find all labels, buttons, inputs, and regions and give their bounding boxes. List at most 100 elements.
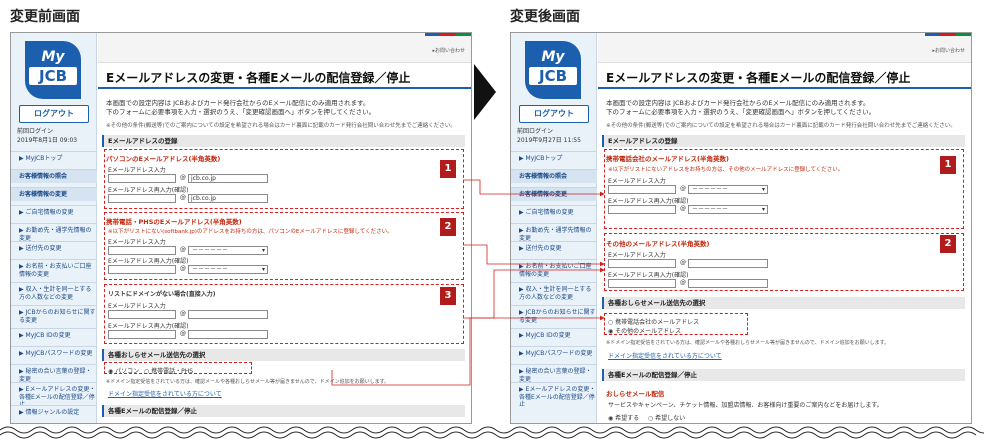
sidebar-nav-item[interactable]: お客様情報の照会 xyxy=(11,169,97,183)
sidebar-nav-item[interactable]: ▶ Eメールアドレスの変更・各種Eメールの配信登録／停止 xyxy=(511,382,597,408)
mobile-email-local-input[interactable] xyxy=(108,246,176,255)
sidebar-nav-item[interactable]: お客様情報の照会 xyxy=(511,169,597,183)
sidebar-nav-item[interactable]: ▶ ご自宅情報の変更 xyxy=(511,205,597,219)
radio-other-label: その他のメールアドレス xyxy=(615,328,682,335)
mobile-email-input-label: Eメールアドレス入力 xyxy=(108,239,166,246)
sidebar-nav-item[interactable]: お客様情報の変更 xyxy=(11,187,97,201)
intro-note: ※その他の条件(郵送等)でのご案内についての設定を希望される場合はカード裏面に記… xyxy=(606,123,956,129)
pc-email-local-input[interactable] xyxy=(108,174,176,183)
carrier-confirm-domain-select[interactable]: －－－－－－ xyxy=(688,205,768,214)
no-domain-domain-input[interactable] xyxy=(188,310,268,319)
sidebar-nav-item[interactable]: ▶ お名前・お支払いご口座情報の変更 xyxy=(511,259,597,278)
sidebar-nav-item[interactable]: ▶ お勤め先・通学先情報の変更 xyxy=(511,223,597,242)
radio-mobile[interactable]: ○ 携帯電話・PHS xyxy=(144,368,194,375)
top-bar: ▸お問い合わせ xyxy=(98,33,471,63)
sidebar-nav-item[interactable]: ▶ 収入・生計を同一とする方の人数などの変更 xyxy=(511,282,597,301)
carrier-email-confirm-local-input[interactable] xyxy=(608,205,676,214)
last-login-label: 前回ログイン xyxy=(17,128,54,135)
mobile-email-warning: ※以下がリストにない(softbank.jp)のアドレスをお持ちの方は、パソコン… xyxy=(108,229,393,235)
other-email-local-input[interactable] xyxy=(608,259,676,268)
no-domain-confirm-label: Eメールアドレス再入力(確認) xyxy=(108,323,189,330)
sidebar-nav-item[interactable]: ▶ 秘密の合い言葉の登録・変更 xyxy=(511,364,597,383)
logout-button[interactable]: ログアウト xyxy=(19,105,89,123)
sidebar-nav-item[interactable]: ▶ 情報ジャンルの設定 xyxy=(11,405,97,419)
sidebar-nav-item[interactable]: ▶ 収入・生計を同一とする方の人数などの変更 xyxy=(11,282,97,301)
radio-notify-no[interactable]: ○ 希望しない xyxy=(648,415,686,422)
sidebar-nav-item[interactable]: ▶ MyJCBパスワードの変更 xyxy=(11,346,97,360)
pc-email-title: パソコンのEメールアドレス(半角英数) xyxy=(106,155,221,163)
last-login-label: 前回ログイン xyxy=(517,128,554,135)
at-sign: @ xyxy=(180,194,186,201)
highlight-box-1 xyxy=(604,149,964,229)
mobile-confirm-domain-select[interactable]: －－－－－－ xyxy=(188,265,268,274)
highlight-box-3 xyxy=(104,284,464,344)
title-divider xyxy=(98,87,471,89)
pc-email-input-label: Eメールアドレス入力 xyxy=(108,167,166,174)
badge-3: 3 xyxy=(440,287,456,305)
last-login-time: 2019年9月27日 11:55 xyxy=(517,137,581,144)
radio-notify-yes[interactable]: ◉ 希望する xyxy=(608,415,640,422)
carrier-email-input-label: Eメールアドレス入力 xyxy=(608,178,666,185)
logout-button[interactable]: ログアウト xyxy=(519,105,589,123)
carrier-email-warning: ※以下がリストにないアドレスをお持ちの方は、その他のメールアドレスに登録してくだ… xyxy=(608,167,844,173)
at-sign: @ xyxy=(680,259,686,266)
section-email-registration: Eメールアドレスの登録 xyxy=(602,135,965,147)
highlight-box-2 xyxy=(104,212,464,280)
other-email-confirm-local-input[interactable] xyxy=(608,279,676,288)
inquiry-link[interactable]: ▸お問い合わせ xyxy=(932,48,965,54)
pc-email-confirm-domain-input[interactable]: jcb.co.jp xyxy=(188,194,268,203)
badge-1: 1 xyxy=(940,156,956,174)
sidebar-nav-item[interactable]: ▶ ご自宅情報の変更 xyxy=(11,205,97,219)
sidebar-nav-item[interactable]: ▶ MyJCB IDの変更 xyxy=(11,328,97,342)
radio-other[interactable]: ◉ その他のメールアドレス xyxy=(608,328,682,335)
section-distribution: 各種Eメールの配信登録／停止 xyxy=(102,405,465,417)
carrier-email-local-input[interactable] xyxy=(608,185,676,194)
section-distribution: 各種Eメールの配信登録／停止 xyxy=(602,369,965,381)
sidebar-nav-item[interactable]: ▶ お名前・お支払いご口座情報の変更 xyxy=(11,259,97,278)
mobile-domain-select[interactable]: －－－－－－ xyxy=(188,246,268,255)
top-bar: ▸お問い合わせ xyxy=(598,33,971,63)
sidebar-nav-item[interactable]: ▶ 送付先の変更 xyxy=(511,241,597,255)
sidebar-nav-item[interactable]: ▶ MyJCBトップ xyxy=(511,151,597,165)
other-email-title: その他のメールアドレス(半角英数) xyxy=(606,240,710,248)
highlight-box-1 xyxy=(104,149,464,209)
radio-pc-label: パソコン xyxy=(115,368,140,375)
sidebar-nav-item[interactable]: ▶ JCBからのお知らせに関する変更 xyxy=(511,305,597,324)
sidebar-nav-item[interactable]: ▶ Eメールアドレスの変更・各種Eメールの配信登録／停止 xyxy=(11,382,97,408)
after-screen-label: 変更後画面 xyxy=(510,9,580,25)
inquiry-link[interactable]: ▸お問い合わせ xyxy=(432,48,465,54)
pc-email-domain-input[interactable]: jcb.co.jp xyxy=(188,174,268,183)
no-domain-confirm-domain-input[interactable] xyxy=(188,330,268,339)
cut-wave xyxy=(0,426,984,439)
logo-jcb-text: JCB xyxy=(529,67,577,85)
sidebar-nav-item[interactable]: ▶ MyJCBトップ xyxy=(11,151,97,165)
domain-info-link[interactable]: ドメイン指定受信をされている方について xyxy=(108,391,222,398)
mobile-email-confirm-local-input[interactable] xyxy=(108,265,176,274)
radio-carrier[interactable]: ○ 携帯電話会社のメールアドレス xyxy=(608,319,700,326)
domain-info-link[interactable]: ドメイン指定受信をされている方について xyxy=(608,353,722,360)
carrier-domain-select[interactable]: －－－－－－ xyxy=(688,185,768,194)
sidebar-nav-item[interactable]: ▶ JCBからのお知らせに関する変更 xyxy=(11,305,97,324)
pc-email-confirm-local-input[interactable] xyxy=(108,194,176,203)
no-domain-local-input[interactable] xyxy=(108,310,176,319)
radio-pc[interactable]: ◉ パソコン xyxy=(108,368,140,375)
sidebar-nav-item[interactable]: ▶ 秘密の合い言葉の登録・変更 xyxy=(11,364,97,383)
radio-notify-no-label: 希望しない xyxy=(655,415,686,422)
last-login: 前回ログイン 2019年9月27日 11:55 xyxy=(517,127,581,145)
other-email-domain-input[interactable] xyxy=(688,259,768,268)
sidebar-nav-item[interactable]: ▶ MyJCB IDの変更 xyxy=(511,328,597,342)
other-email-confirm-domain-input[interactable] xyxy=(688,279,768,288)
transition-arrow-icon xyxy=(474,64,496,120)
sidebar-nav-item[interactable]: お客様情報の変更 xyxy=(511,187,597,201)
no-domain-confirm-local-input[interactable] xyxy=(108,330,176,339)
sidebar-nav-item[interactable]: ▶ MyJCBパスワードの変更 xyxy=(511,346,597,360)
mobile-email-confirm-label: Eメールアドレス再入力(確認) xyxy=(108,258,189,265)
badge-2: 2 xyxy=(940,235,956,253)
sidebar-nav-item[interactable]: ▶ お勤め先・通学先情報の変更 xyxy=(11,223,97,242)
sidebar-nav-item[interactable]: ▶ 送付先の変更 xyxy=(11,241,97,255)
other-email-input-label: Eメールアドレス入力 xyxy=(608,252,666,259)
